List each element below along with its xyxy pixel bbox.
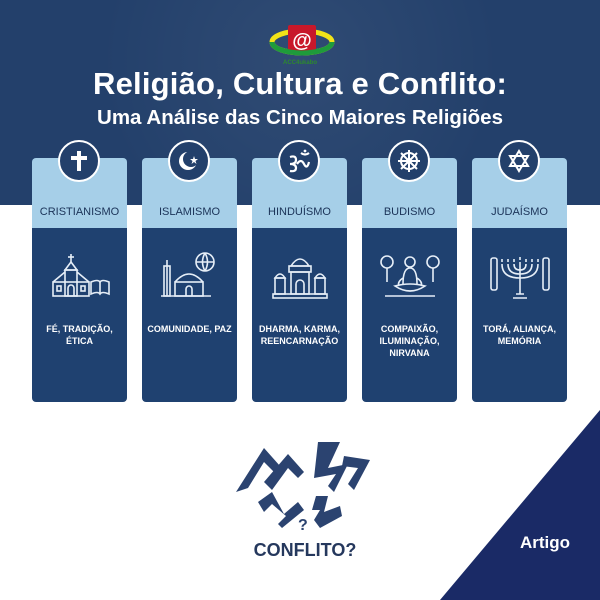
religion-tags: DHARMA, KARMA, REENCARNAÇÃO xyxy=(259,324,340,346)
dharma-wheel-icon xyxy=(388,140,430,182)
religion-name: HINDUÍSMO xyxy=(268,206,331,218)
star-of-david-icon xyxy=(498,140,540,182)
religion-tags: COMPAIXÃO, ILUMINAÇÃO, NIRVANA xyxy=(379,324,440,358)
crescent-star-icon xyxy=(168,140,210,182)
temple-icon xyxy=(272,258,328,299)
religion-tags: TORÁ, ALIANÇA, MEMÓRIA xyxy=(483,324,556,346)
page-title: Religião, Cultura e Conflito: xyxy=(93,66,507,101)
religion-card-judaismo: JUDAÍSMO TORÁ, ALIANÇA, MEMÓRIA xyxy=(472,140,567,402)
religion-tags: COMUNIDADE, PAZ xyxy=(147,324,232,334)
om-icon xyxy=(278,140,320,182)
religion-card-hinduismo: HINDUÍSMO DHARMA, KARMA, REENCARNAÇÃO xyxy=(252,140,347,402)
site-logo[interactable]: @ xyxy=(252,16,348,72)
religion-name: ISLAMISMO xyxy=(158,206,221,218)
meditating-figure-icon xyxy=(380,255,440,297)
church-icon xyxy=(52,254,110,297)
religion-name: BUDISMO xyxy=(383,206,436,218)
question-mark: ? xyxy=(298,517,308,534)
conflict-arrows-icon: ? xyxy=(236,442,370,534)
logo-glyph: @ xyxy=(292,30,312,52)
religion-tags: FÉ, TRADIÇÃO, ÉTICA xyxy=(46,324,113,346)
conflict-label: CONFLITO? xyxy=(253,540,357,560)
artigo-label[interactable]: Artigo xyxy=(519,533,571,552)
religion-name: CRISTIANISMO xyxy=(39,206,120,218)
menorah-icon xyxy=(490,257,550,299)
religion-card-cristianismo: CRISTIANISMO FÉ, TRADIÇÃO, ÉTICA xyxy=(32,140,127,402)
religion-card-budismo: BUDISMO COMPAIXÃO, ILUMINAÇÃO, NIRVANA xyxy=(362,140,457,402)
mosque-globe-icon xyxy=(161,252,215,297)
page-subtitle: Uma Análise das Cinco Maiores Religiões xyxy=(97,106,503,129)
religion-card-islamismo: ISLAMISMO COMUNIDADE, PAZ xyxy=(142,140,237,402)
cross-icon xyxy=(58,140,100,182)
logo-caption: ACC4ukabo xyxy=(282,60,317,66)
religion-name: JUDAÍSMO xyxy=(491,206,548,218)
